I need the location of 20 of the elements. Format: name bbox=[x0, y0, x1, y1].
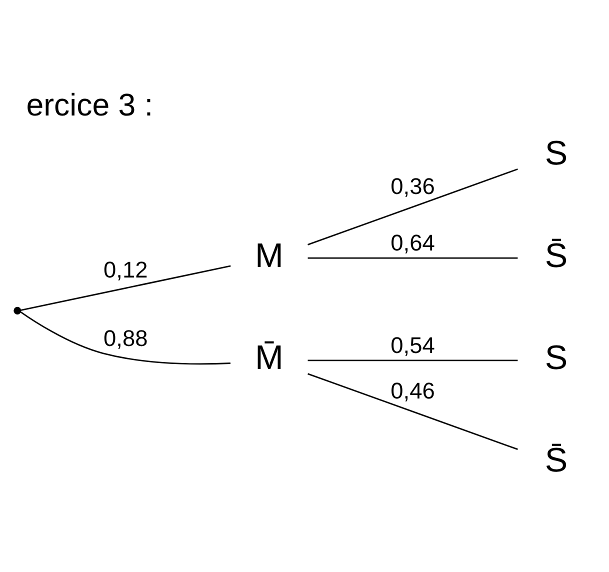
node-point bbox=[14, 306, 22, 314]
connector bbox=[20, 264, 231, 310]
connector bbox=[20, 310, 230, 364]
node-text: M̄ bbox=[254, 338, 284, 377]
connector bbox=[308, 372, 518, 450]
edge-label: 0,54 bbox=[390, 332, 435, 358]
node-text: S̄ bbox=[544, 236, 568, 274]
node-text: S̄ bbox=[544, 441, 568, 480]
edge-label: 0,12 bbox=[104, 256, 148, 282]
connector bbox=[308, 359, 518, 361]
node-text: S bbox=[544, 338, 568, 377]
edge-label: 0,64 bbox=[390, 229, 435, 256]
node-text: M bbox=[254, 236, 284, 274]
edge-label: 0,46 bbox=[390, 376, 435, 403]
node-text: S bbox=[544, 134, 568, 172]
edge-label: 0,36 bbox=[390, 172, 435, 198]
connector bbox=[308, 256, 518, 258]
edge-label: 0,88 bbox=[104, 324, 148, 350]
diagram-title: ercice 3 : bbox=[26, 86, 154, 122]
connector bbox=[308, 168, 518, 245]
